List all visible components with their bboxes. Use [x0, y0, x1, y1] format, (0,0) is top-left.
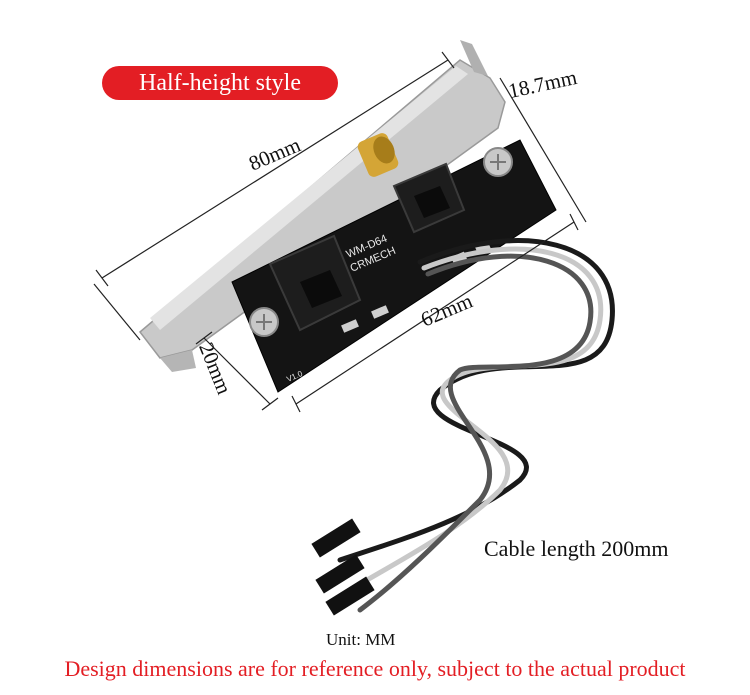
style-badge: Half-height style — [102, 66, 338, 100]
pcb-board: WM-D64 CRMECH V1.0 — [231, 139, 557, 393]
cable-length-label: Cable length 200mm — [484, 536, 669, 561]
fan-header-right — [392, 162, 466, 234]
dupont-plugs — [311, 518, 375, 616]
disclaimer-text: Design dimensions are for reference only… — [64, 656, 686, 681]
gold-connector — [357, 133, 399, 177]
unit-label: Unit: MM — [326, 630, 396, 649]
pci-bracket — [138, 40, 506, 372]
screw-right — [483, 147, 513, 177]
screw-left — [249, 307, 279, 337]
fan-header-left — [268, 234, 362, 332]
cable-bundle — [337, 238, 615, 613]
dimension-lines — [93, 51, 587, 413]
